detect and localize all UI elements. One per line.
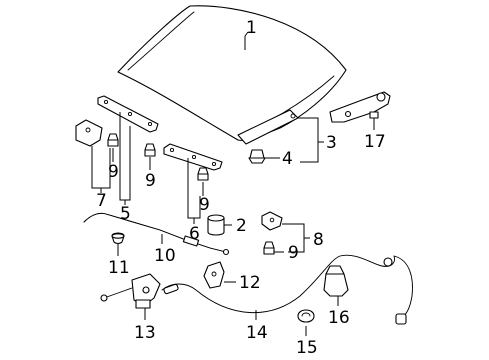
hood-bracket-part: [75, 119, 103, 147]
callout-16: 16: [328, 308, 350, 328]
clip-part-b: [144, 143, 156, 157]
callout-8: 8: [313, 230, 324, 250]
callout-15: 15: [296, 338, 318, 358]
callout-14: 14: [246, 323, 268, 343]
hood-strip-front-part: [97, 95, 159, 133]
callout-1: 1: [246, 18, 257, 38]
callout-10: 10: [154, 246, 176, 266]
hood-striker-part: [203, 261, 225, 289]
hood-latch-part: [100, 273, 161, 309]
callout-12: 12: [239, 273, 261, 293]
clip-part-c: [197, 167, 209, 181]
callout-2: 2: [236, 216, 247, 236]
clip-part-a: [107, 133, 119, 147]
prop-rod-part: [83, 212, 230, 256]
cable-clip-part: [297, 309, 315, 323]
callout-9a: 9: [108, 162, 119, 182]
callout-3: 3: [326, 133, 337, 153]
callout-4: 4: [282, 149, 293, 169]
grommet-part: [111, 232, 125, 245]
callout-6: 6: [189, 224, 200, 244]
clip-part-d: [263, 241, 275, 255]
callout-17: 17: [364, 132, 386, 152]
callout-5: 5: [120, 204, 131, 224]
callout-9c: 9: [199, 195, 210, 215]
callout-9b: 9: [145, 171, 156, 191]
hood-hinge-part: [329, 91, 391, 123]
callout-9d: 9: [288, 243, 299, 263]
hood-support-part: [207, 214, 225, 236]
release-cable-part: [161, 254, 413, 325]
callout-13: 13: [134, 323, 156, 343]
hood-strip-rear-part: [163, 143, 223, 171]
callout-7: 7: [96, 191, 107, 211]
latch-bracket-part: [261, 211, 283, 231]
hood-part: [117, 5, 347, 141]
cable-holder-part: [323, 265, 349, 297]
bumper-stop-part: [248, 149, 266, 164]
callout-11: 11: [108, 258, 130, 278]
